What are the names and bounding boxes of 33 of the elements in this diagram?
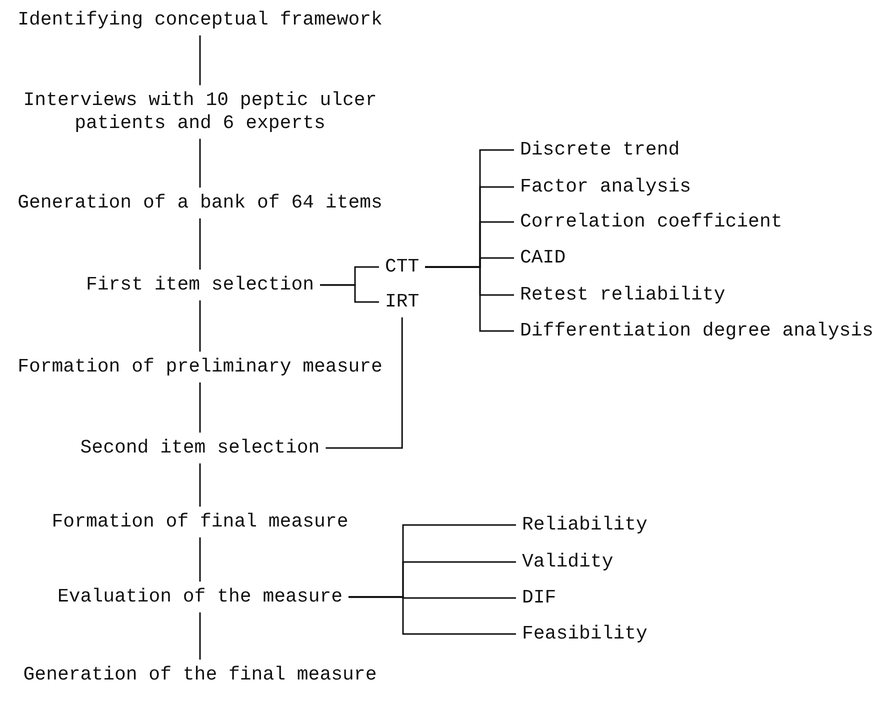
step-label: Generation of the final measure <box>17 660 383 690</box>
analysis-item: Differentiation degree analysis <box>514 316 880 346</box>
step-label: Evaluation of the measure <box>51 582 349 612</box>
step-label: Identifying conceptual framework <box>12 4 388 36</box>
connector-line <box>199 218 201 270</box>
connector-line <box>199 382 201 433</box>
connector-line <box>320 284 379 303</box>
evaluation-item: Reliability <box>516 510 654 540</box>
step-label: Formation of final measure <box>46 506 354 538</box>
connector-line <box>199 612 201 660</box>
step-label: Second item selection <box>74 432 326 464</box>
step-label: First item selection <box>80 270 320 300</box>
evaluation-item: Feasibility <box>516 618 654 650</box>
method-label: CTT <box>379 252 426 282</box>
evaluation-item: Validity <box>516 546 620 578</box>
connector-line <box>199 35 201 86</box>
connector-line <box>199 537 201 582</box>
connector-line <box>199 138 201 188</box>
step-label: Interviews with 10 peptic ulcer patients and 6 experts <box>9 85 391 139</box>
analysis-item: Retest reliability <box>514 280 732 310</box>
connector-line <box>326 317 403 449</box>
step-label: Formation of preliminary measure <box>12 352 388 382</box>
analysis-item: CAID <box>514 242 572 274</box>
connector-line <box>199 300 201 352</box>
connector-line <box>348 596 516 635</box>
analysis-item: Factor analysis <box>514 172 698 202</box>
connector-line <box>425 266 514 332</box>
analysis-item: Correlation coefficient <box>514 206 788 238</box>
connector-line <box>199 463 201 507</box>
evaluation-item: DIF <box>516 582 562 614</box>
step-label: Generation of a bank of 64 items <box>12 188 388 218</box>
method-label: IRT <box>379 286 426 318</box>
analysis-item: Discrete trend <box>514 134 686 166</box>
